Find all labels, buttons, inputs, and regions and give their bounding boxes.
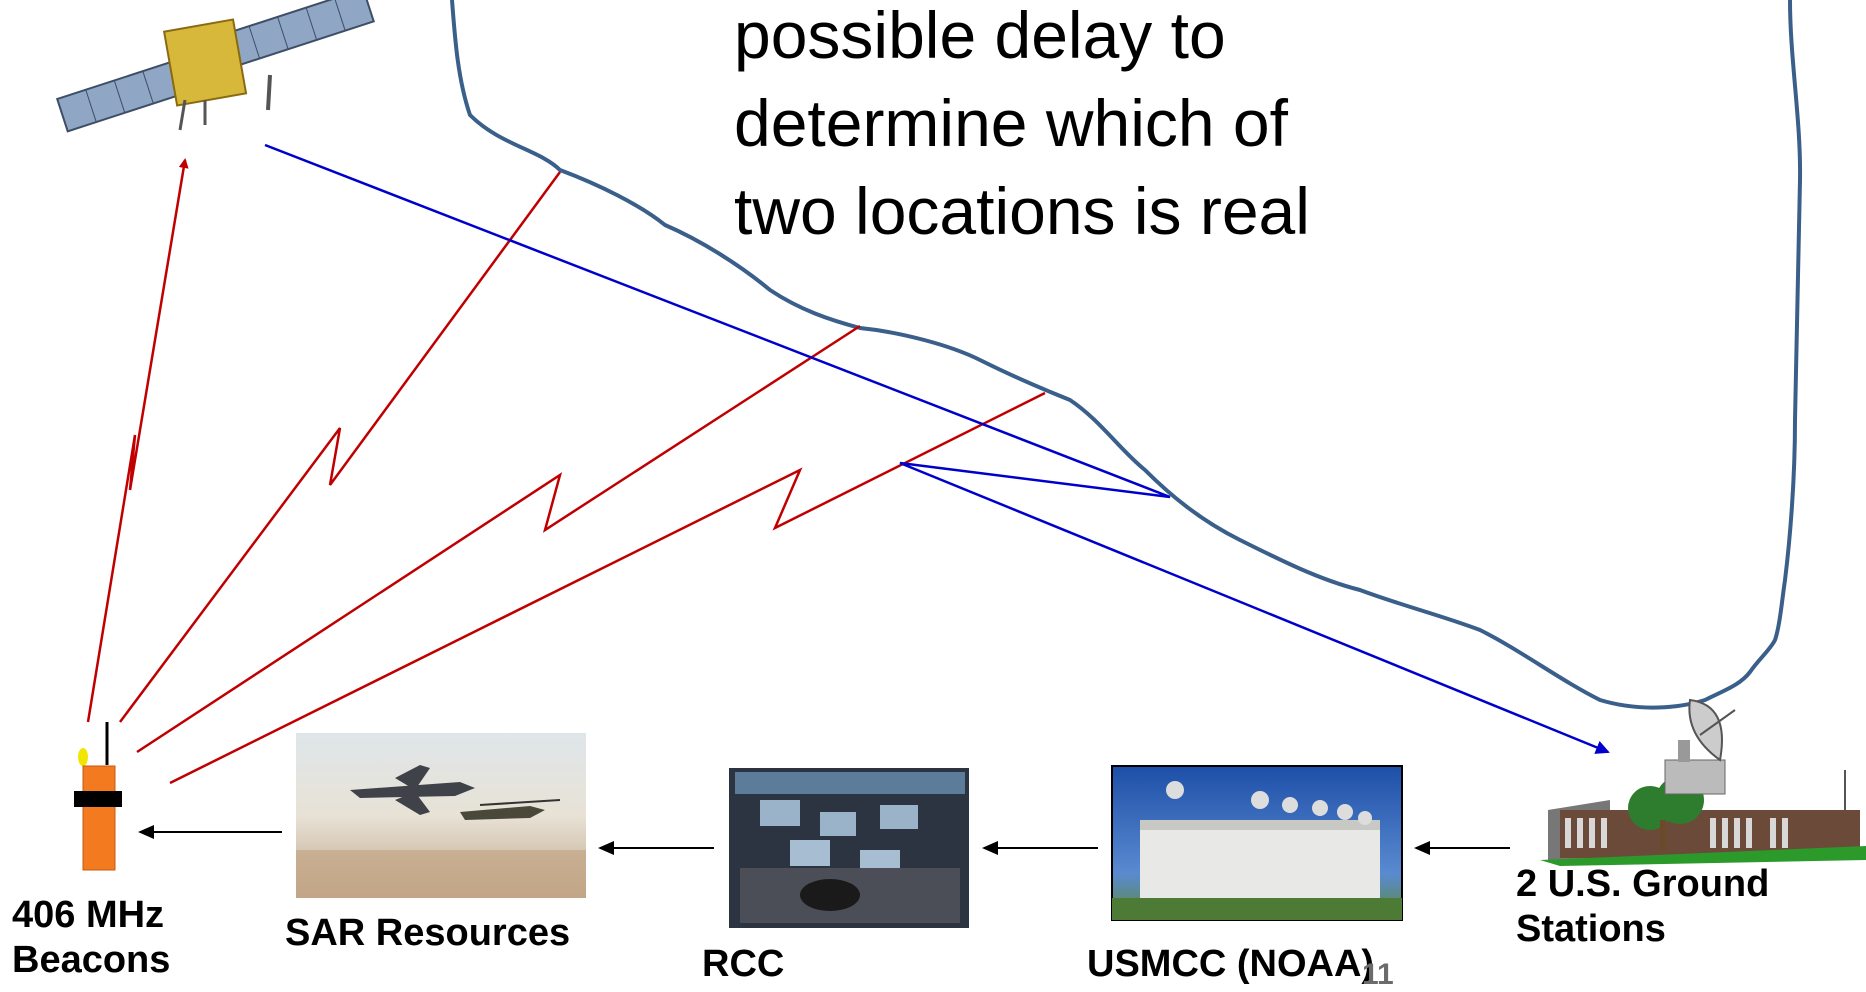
callout-text-line-3: two locations is real (734, 174, 1310, 248)
callout-text-line-1: possible delay to (734, 0, 1226, 72)
page-number: 11 (1362, 958, 1394, 991)
sar-aircraft-photo (296, 733, 586, 898)
label-sar-resources: SAR Resources (285, 912, 571, 954)
callout-cloud-outline (450, 0, 1803, 710)
label-ground-stations: 2 U.S. Ground Stations (1516, 863, 1770, 950)
link-beacon-cloud-1 (118, 171, 562, 723)
beacon-icon (74, 722, 122, 871)
link-beacon-cloud-3 (169, 391, 1046, 785)
uplink-beacon-satellite (86, 158, 189, 723)
label-beacons: 406 MHz Beacons (12, 894, 171, 981)
label-usmcc: USMCC (NOAA) (1087, 943, 1375, 985)
satellite-icon (55, 0, 375, 133)
label-rcc: RCC (702, 943, 785, 985)
downlink-satellite-ground (264, 143, 1610, 754)
callout-text-line-2: determine which of (734, 86, 1288, 160)
link-beacon-cloud-2 (136, 324, 861, 754)
ground-station-icon (1540, 698, 1866, 866)
usmcc-building-photo (1111, 765, 1403, 921)
rcc-control-room-photo (729, 768, 969, 928)
